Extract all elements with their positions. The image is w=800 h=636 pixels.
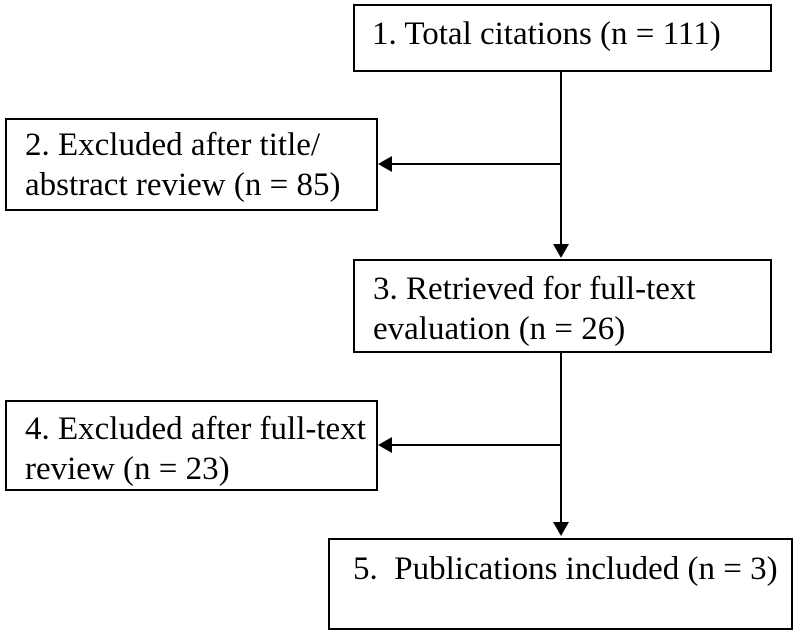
flow-box-total-citations: 1. Total citations (n = 111) (353, 4, 772, 72)
connector-box1-to-box3 (560, 72, 562, 246)
flow-box-excluded-title-abstract: 2. Excluded after title/ abstract review… (5, 118, 378, 211)
arrowhead-down-box5-icon (553, 522, 569, 536)
arrowhead-down-box3-icon (553, 244, 569, 258)
flow-box-retrieved-full-text: 3. Retrieved for full-text evaluation (n… (353, 259, 772, 353)
connector-branch-to-box4 (390, 444, 562, 446)
connector-box3-to-box5 (560, 353, 562, 524)
flow-box-retrieved-full-text-label: 3. Retrieved for full-text evaluation (n… (373, 271, 696, 347)
flow-box-publications-included-label: 5. Publications included (n = 3) (353, 551, 778, 587)
arrowhead-left-box2-icon (378, 156, 392, 172)
flow-box-excluded-title-abstract-label: 2. Excluded after title/ abstract review… (25, 127, 341, 203)
flow-box-excluded-full-text: 4. Excluded after full-text review (n = … (5, 400, 378, 491)
flow-box-excluded-full-text-label: 4. Excluded after full-text review (n = … (25, 411, 366, 487)
connector-branch-to-box2 (390, 163, 562, 165)
flow-box-total-citations-label: 1. Total citations (n = 111) (372, 16, 721, 52)
flow-box-publications-included: 5. Publications included (n = 3) (328, 538, 793, 630)
arrowhead-left-box4-icon (378, 437, 392, 453)
